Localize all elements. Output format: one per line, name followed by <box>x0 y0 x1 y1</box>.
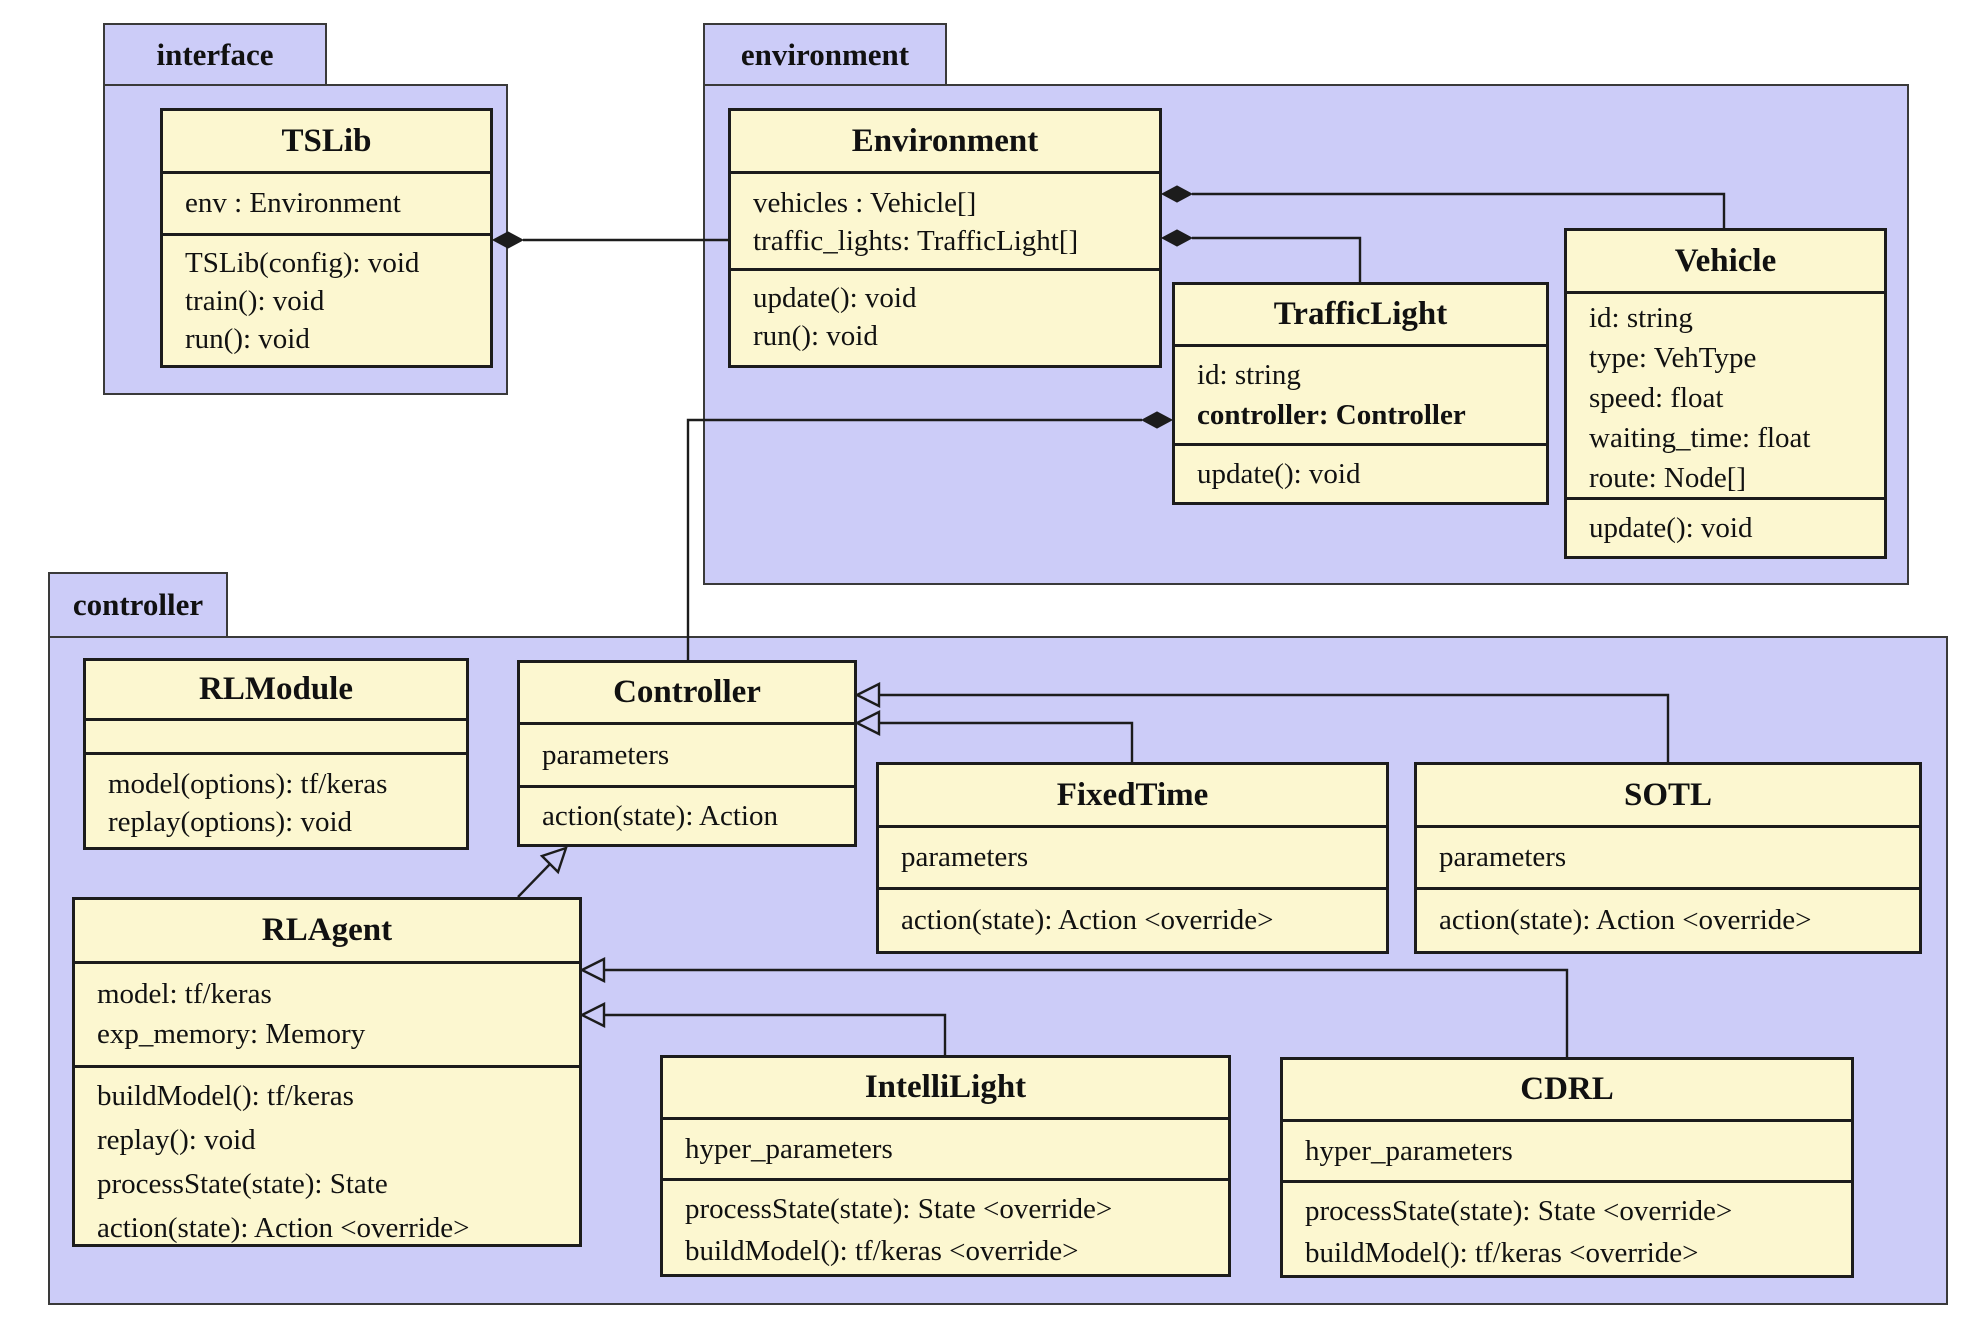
class-environment-attributes: vehicles : Vehicle[] traffic_lights: Tra… <box>731 174 1159 271</box>
attribute-line: waiting_time: float <box>1589 422 1811 454</box>
class-intellilight-title: IntelliLight <box>663 1058 1228 1120</box>
class-vehicle: Vehicle id: string type: VehType speed: … <box>1564 228 1887 559</box>
class-controller-attributes: parameters <box>520 725 854 788</box>
class-intellilight: IntelliLight hyper_parameters processSta… <box>660 1055 1231 1277</box>
method-line: buildModel(): tf/keras <box>97 1080 354 1112</box>
method-line: update(): void <box>753 282 917 314</box>
class-vehicle-methods: update(): void <box>1567 500 1884 556</box>
class-rlagent-methods: buildModel(): tf/keras replay(): void pr… <box>75 1068 579 1244</box>
attribute-line: env : Environment <box>185 187 401 219</box>
class-rlmodule-methods: model(options): tf/keras replay(options)… <box>86 755 466 847</box>
package-environment-tab: environment <box>703 23 947 86</box>
method-line: action(state): Action <override> <box>901 904 1274 936</box>
method-line: update(): void <box>1197 457 1361 490</box>
class-rlagent-title: RLAgent <box>75 900 579 964</box>
attribute-line: route: Node[] <box>1589 462 1747 494</box>
class-trafficlight-title: TrafficLight <box>1175 285 1546 347</box>
class-tslib-methods: TSLib(config): void train(): void run():… <box>163 236 490 365</box>
class-environment-methods: update(): void run(): void <box>731 271 1159 365</box>
method-line: action(state): Action <box>542 799 778 832</box>
class-fixedtime-methods: action(state): Action <override> <box>879 890 1386 951</box>
method-line: action(state): Action <override> <box>97 1212 470 1244</box>
attribute-line: controller: Controller <box>1197 399 1466 431</box>
method-line: TSLib(config): void <box>185 247 420 279</box>
aggregation-tslib-environment <box>491 231 728 249</box>
class-cdrl-attributes: hyper_parameters <box>1283 1122 1851 1183</box>
class-vehicle-attributes: id: string type: VehType speed: float wa… <box>1567 294 1884 500</box>
class-tslib: TSLib env : Environment TSLib(config): v… <box>160 108 493 368</box>
class-controller-methods: action(state): Action <box>520 788 854 844</box>
class-intellilight-methods: processState(state): State <override> bu… <box>663 1181 1228 1274</box>
attribute-line: id: string <box>1589 302 1693 334</box>
class-tslib-title: TSLib <box>163 111 490 174</box>
attribute-line: exp_memory: Memory <box>97 1018 366 1050</box>
class-vehicle-title: Vehicle <box>1567 231 1884 294</box>
class-rlagent: RLAgent model: tf/keras exp_memory: Memo… <box>72 897 582 1247</box>
class-sotl-title: SOTL <box>1417 765 1919 828</box>
method-line: processState(state): State <box>97 1168 388 1200</box>
attribute-line: hyper_parameters <box>685 1132 893 1165</box>
package-interface-tab: interface <box>103 23 327 86</box>
class-sotl-attributes: parameters <box>1417 828 1919 890</box>
method-line: processState(state): State <override> <box>685 1193 1113 1225</box>
method-line: replay(options): void <box>108 806 353 838</box>
method-line: processState(state): State <override> <box>1305 1195 1733 1227</box>
class-sotl-methods: action(state): Action <override> <box>1417 890 1919 951</box>
attribute-line: model: tf/keras <box>97 978 272 1010</box>
class-tslib-attributes: env : Environment <box>163 174 490 236</box>
package-interface-label: interface <box>156 36 274 72</box>
method-line: model(options): tf/keras <box>108 768 388 800</box>
method-line: run(): void <box>185 323 310 355</box>
attribute-line: id: string <box>1197 359 1301 391</box>
class-trafficlight-methods: update(): void <box>1175 446 1546 502</box>
method-line: update(): void <box>1589 511 1753 544</box>
class-trafficlight-attributes: id: string controller: Controller <box>1175 347 1546 446</box>
class-rlmodule-attributes <box>86 721 466 755</box>
method-line: replay(): void <box>97 1124 256 1156</box>
class-cdrl: CDRL hyper_parameters processState(state… <box>1280 1057 1854 1278</box>
class-fixedtime: FixedTime parameters action(state): Acti… <box>876 762 1389 954</box>
attribute-line: parameters <box>901 841 1029 873</box>
package-environment-label: environment <box>740 36 910 72</box>
class-environment-title: Environment <box>731 111 1159 174</box>
attribute-line: type: VehType <box>1589 342 1757 374</box>
class-environment: Environment vehicles : Vehicle[] traffic… <box>728 108 1162 368</box>
attribute-line: parameters <box>1439 841 1567 873</box>
class-controller-title: Controller <box>520 663 854 725</box>
method-line: action(state): Action <override> <box>1439 904 1812 936</box>
class-rlmodule: RLModule model(options): tf/keras replay… <box>83 658 469 850</box>
class-cdrl-title: CDRL <box>1283 1060 1851 1122</box>
class-fixedtime-attributes: parameters <box>879 828 1386 890</box>
class-trafficlight: TrafficLight id: string controller: Cont… <box>1172 282 1549 505</box>
method-line: run(): void <box>753 320 878 352</box>
method-line: buildModel(): tf/keras <override> <box>685 1235 1079 1267</box>
class-rlmodule-title: RLModule <box>86 661 466 721</box>
class-cdrl-methods: processState(state): State <override> bu… <box>1283 1183 1851 1275</box>
attribute-line: parameters <box>542 738 670 771</box>
class-rlagent-attributes: model: tf/keras exp_memory: Memory <box>75 964 579 1068</box>
class-sotl: SOTL parameters action(state): Action <o… <box>1414 762 1922 954</box>
method-line: train(): void <box>185 285 325 317</box>
attribute-line: traffic_lights: TrafficLight[] <box>753 225 1079 257</box>
class-intellilight-attributes: hyper_parameters <box>663 1120 1228 1181</box>
attribute-line: speed: float <box>1589 382 1724 414</box>
package-controller-tab: controller <box>48 572 228 638</box>
class-controller: Controller parameters action(state): Act… <box>517 660 857 847</box>
attribute-line: vehicles : Vehicle[] <box>753 187 977 219</box>
package-controller-label: controller <box>72 587 204 622</box>
class-fixedtime-title: FixedTime <box>879 765 1386 828</box>
attribute-line: hyper_parameters <box>1305 1134 1513 1167</box>
method-line: buildModel(): tf/keras <override> <box>1305 1237 1699 1269</box>
